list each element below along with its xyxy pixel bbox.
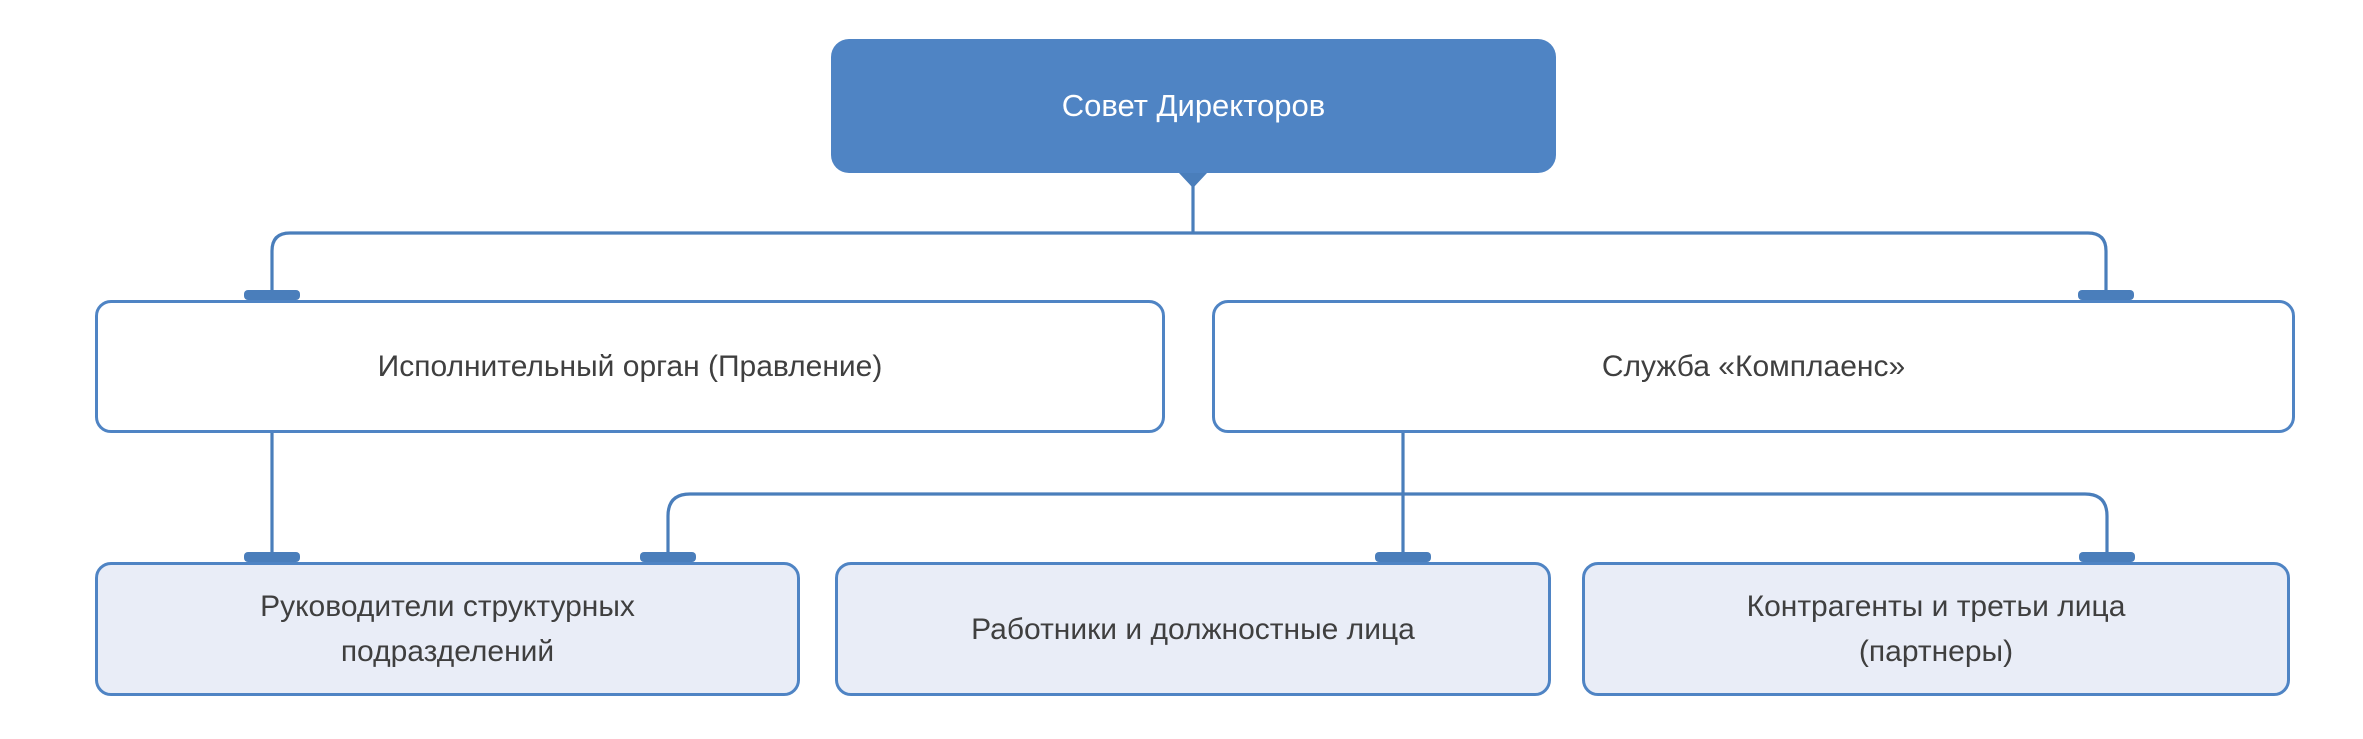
- node-label: Служба «Комплаенс»: [1601, 350, 1906, 383]
- node-executive-body: Исполнительный орган (Правление): [95, 300, 1165, 433]
- anchor-tick-compliance: [2078, 290, 2134, 300]
- node-contractors-third-parties: Контрагенты и третьи лица (партнеры): [1582, 562, 2290, 696]
- node-board-of-directors: Совет Директоров: [831, 39, 1556, 173]
- connector-board-to-level2: [244, 231, 2134, 300]
- node-label: Исполнительный орган (Правление): [377, 350, 883, 383]
- connector-compliance-rail: [640, 492, 2135, 562]
- connector-board-stem: [1179, 173, 1207, 233]
- anchor-tick-contractors: [2079, 552, 2135, 562]
- connector-compliance-to-employees: [1375, 433, 1431, 562]
- connector-executive-to-heads: [244, 433, 300, 562]
- node-label: Совет Директоров: [1061, 87, 1326, 123]
- anchor-tick-employees: [1375, 552, 1431, 562]
- anchor-tick-heads-right: [640, 552, 696, 562]
- anchor-tick-heads-left: [244, 552, 300, 562]
- node-label: Руководители структурных подразделений: [260, 590, 635, 668]
- node-label: Работники и должностные лица: [971, 612, 1415, 646]
- node-compliance-service: Служба «Комплаенс»: [1212, 300, 2295, 433]
- node-label: Контрагенты и третьи лица (партнеры): [1746, 590, 2126, 668]
- connector-start-nub: [1179, 173, 1207, 188]
- node-department-heads: Руководители структурных подразделений: [95, 562, 800, 696]
- node-employees-officials: Работники и должностные лица: [835, 562, 1551, 696]
- anchor-tick-executive: [244, 290, 300, 300]
